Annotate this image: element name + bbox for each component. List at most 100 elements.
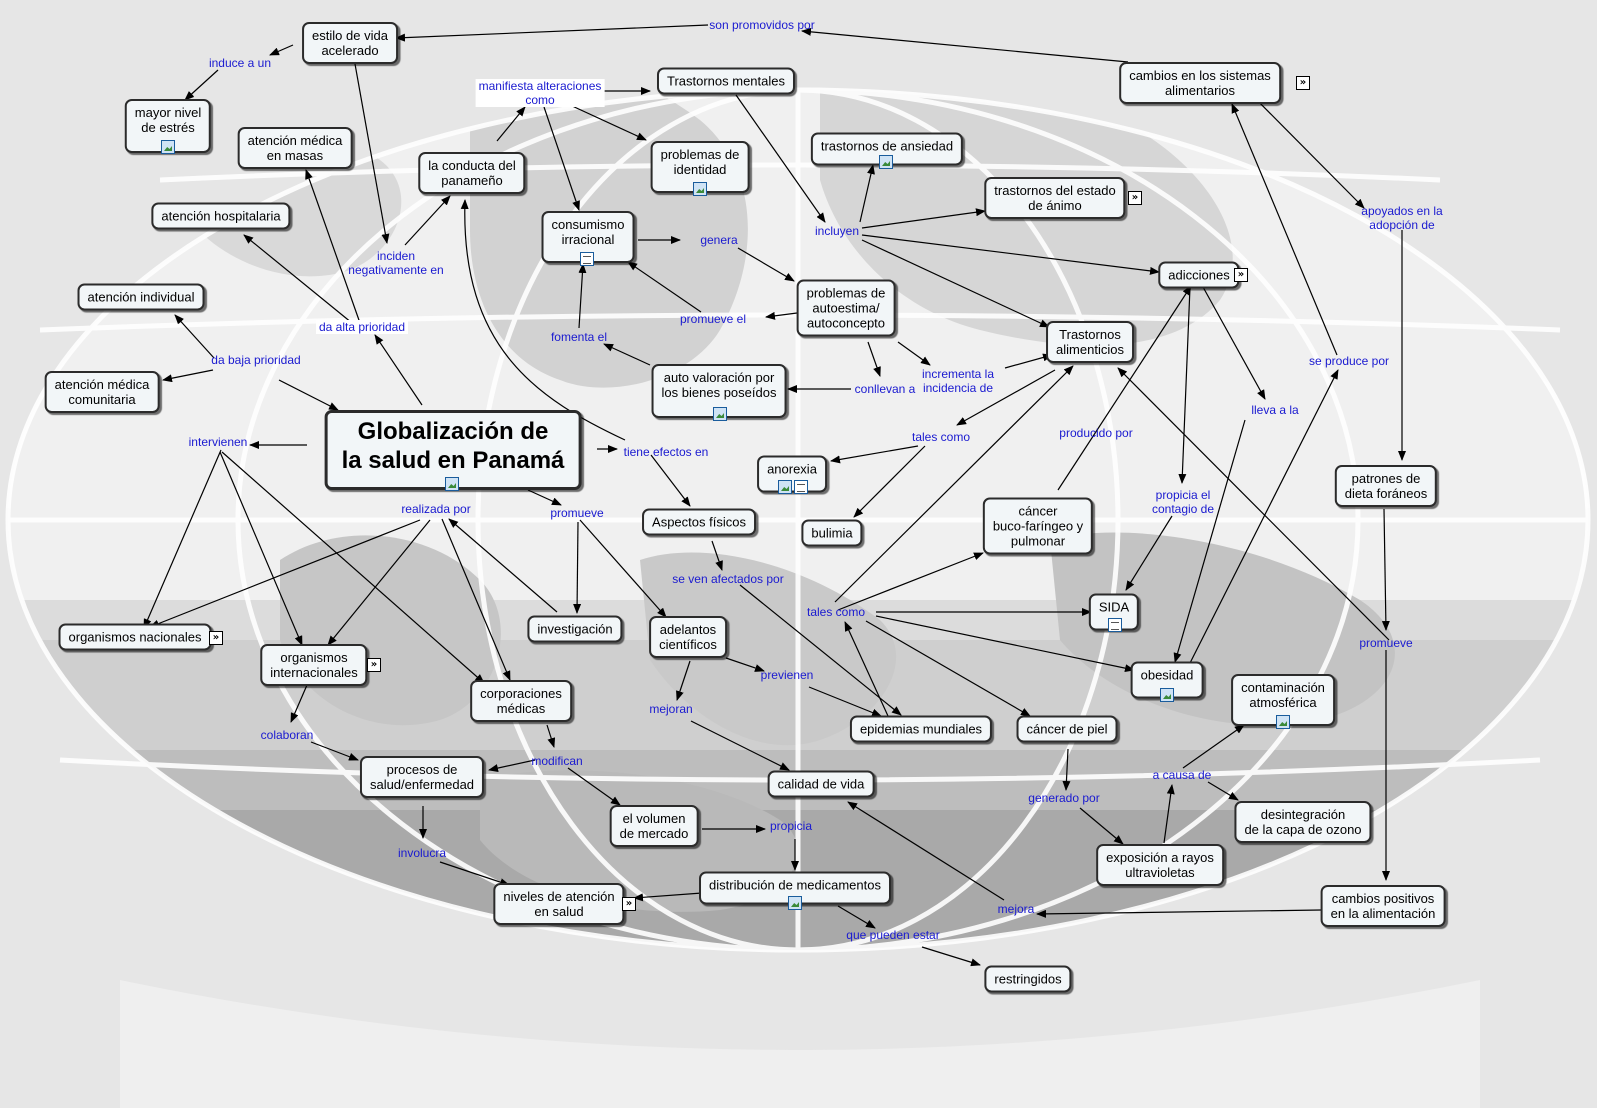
link-generado: generado por <box>1028 791 1100 805</box>
concept-cambios-sistemas[interactable]: cambios en los sistemas alimentarios <box>1119 62 1281 104</box>
concept-label: problemas de identidad <box>660 147 740 177</box>
concept-niveles-atencion[interactable]: niveles de atención en salud <box>493 883 625 925</box>
link-da-baja: da baja prioridad <box>211 353 301 367</box>
submap-icon[interactable]: » <box>1128 191 1142 205</box>
concept-label: mayor nivel de estrés <box>134 105 202 135</box>
link-modifican: modifican <box>531 754 583 768</box>
image-icon[interactable] <box>693 182 707 196</box>
link-propicia-contagio: propicia el contagio de <box>1151 488 1215 516</box>
concept-adelantos[interactable]: adelantos científicos <box>649 616 727 658</box>
link-promueve-1: promueve <box>550 506 604 520</box>
concept-obesidad[interactable]: obesidad <box>1130 661 1204 699</box>
concept-label: niveles de atención en salud <box>503 889 615 919</box>
concept-label: la conducta del panameño <box>428 158 516 188</box>
image-icon[interactable] <box>713 407 727 421</box>
concept-conducta[interactable]: la conducta del panameño <box>418 152 526 194</box>
concept-bulimia[interactable]: bulimia <box>801 519 863 547</box>
link-induce: induce a un <box>208 56 272 70</box>
link-da-alta: da alta prioridad <box>315 320 409 334</box>
main-concept-node[interactable]: Globalización de la salud en Panamá <box>324 410 582 490</box>
concept-label: corporaciones médicas <box>480 686 562 716</box>
link-genera: genera <box>700 233 738 247</box>
concept-procesos[interactable]: procesos de salud/enfermedad <box>359 756 485 798</box>
concept-label: anorexia <box>767 461 817 477</box>
concept-label: contaminación atmosférica <box>1241 680 1325 710</box>
image-icon[interactable] <box>445 477 459 491</box>
concept-problemas-identidad[interactable]: problemas de identidad <box>650 141 750 193</box>
concept-trastornos-animo[interactable]: trastornos del estado de ánimo <box>984 177 1126 219</box>
concept-patrones-dieta[interactable]: patrones de dieta foráneos <box>1334 465 1438 507</box>
concept-corporaciones[interactable]: corporaciones médicas <box>470 680 572 722</box>
submap-icon[interactable]: » <box>1296 76 1310 90</box>
link-promueve-el: promueve el <box>679 312 747 326</box>
concept-label: distribución de medicamentos <box>709 877 881 893</box>
concept-cambios-positivos[interactable]: cambios positivos en la alimentación <box>1320 885 1446 927</box>
concept-label: bulimia <box>811 525 853 541</box>
concept-label: investigación <box>537 621 613 637</box>
concept-label: epidemias mundiales <box>859 721 983 737</box>
concept-calidad-vida[interactable]: calidad de vida <box>767 770 875 798</box>
image-icon[interactable] <box>788 896 802 910</box>
link-intervienen: intervienen <box>188 435 248 449</box>
concept-trastornos-alimenticios[interactable]: Trastornos alimenticios <box>1046 321 1134 363</box>
image-icon[interactable] <box>879 155 893 169</box>
link-que-pueden: que pueden estar <box>846 928 940 942</box>
concept-volumen-mercado[interactable]: el volumen de mercado <box>609 805 699 847</box>
submap-icon[interactable]: » <box>367 658 381 672</box>
link-lleva: lleva a la <box>1251 403 1299 417</box>
concept-problemas-autoestima[interactable]: problemas de autoestima/ autoconcepto <box>796 279 896 337</box>
concept-label: estilo de vida acelerado <box>312 28 388 58</box>
submap-icon[interactable]: » <box>209 631 223 645</box>
concept-exposicion[interactable]: exposición a rayos ultravioletas <box>1096 844 1224 886</box>
concept-atencion-masas[interactable]: atención médica en masas <box>237 127 353 169</box>
concept-label: atención médica comunitaria <box>54 377 150 407</box>
concept-estilo-de-vida[interactable]: estilo de vida acelerado <box>302 22 398 64</box>
document-icon[interactable] <box>1108 618 1122 632</box>
concept-label: Trastornos alimenticios <box>1056 327 1124 357</box>
document-icon[interactable] <box>580 252 594 266</box>
link-manifiesta: manifiesta alteraciones como <box>475 79 605 107</box>
concept-label: exposición a rayos ultravioletas <box>1106 850 1214 880</box>
link-producido: producido por <box>1059 426 1133 440</box>
link-promueve-2: promueve <box>1359 636 1413 650</box>
concept-organismos-internacionales[interactable]: organismos internacionales <box>260 644 368 686</box>
concept-adicciones[interactable]: adicciones <box>1158 261 1240 289</box>
concept-label: el volumen de mercado <box>619 811 689 841</box>
concept-label: trastornos del estado de ánimo <box>994 183 1116 213</box>
concept-epidemias[interactable]: epidemias mundiales <box>849 715 993 743</box>
concept-label: Aspectos físicos <box>652 514 746 530</box>
link-involucra: involucra <box>397 846 447 860</box>
concept-atencion-hospitalaria[interactable]: atención hospitalaria <box>151 202 291 230</box>
image-icon[interactable] <box>1160 688 1174 702</box>
link-tiene-efectos: tiene efectos en <box>623 445 709 459</box>
concept-aspectos-fisicos[interactable]: Aspectos físicos <box>642 508 756 536</box>
concept-label: organismos nacionales <box>68 629 202 645</box>
concept-anorexia[interactable]: anorexia <box>757 455 827 493</box>
concept-investigacion[interactable]: investigación <box>527 615 623 643</box>
concept-atencion-individual[interactable]: atención individual <box>77 283 205 311</box>
concept-atencion-comunitaria[interactable]: atención médica comunitaria <box>44 371 160 413</box>
submap-icon[interactable]: » <box>1234 268 1248 282</box>
concept-trastornos-mentales[interactable]: Trastornos mentales <box>656 67 796 95</box>
submap-icon[interactable]: » <box>622 897 636 911</box>
concept-label: cambios en los sistemas alimentarios <box>1129 68 1271 98</box>
link-tales-como-1: tales como <box>911 430 971 444</box>
concept-label: atención médica en masas <box>247 133 343 163</box>
link-inciden: inciden negativamente en <box>348 249 444 277</box>
image-icon[interactable] <box>1276 715 1290 729</box>
image-icon[interactable] <box>161 140 175 154</box>
concept-cancer-piel[interactable]: cáncer de piel <box>1016 715 1118 743</box>
image-icon[interactable] <box>778 480 792 494</box>
concept-label: consumismo irracional <box>551 217 625 247</box>
concept-label: cambios positivos en la alimentación <box>1330 891 1436 921</box>
concept-desintegracion[interactable]: desintegración de la capa de ozono <box>1234 801 1372 843</box>
concept-label: SIDA <box>1098 599 1130 615</box>
concept-organismos-nacionales[interactable]: organismos nacionales <box>58 623 212 651</box>
link-tales-como-2: tales como <box>806 605 866 619</box>
concept-cancer-buco[interactable]: cáncer buco-faríngeo y pulmonar <box>982 497 1094 555</box>
concept-restringidos[interactable]: restringidos <box>984 965 1072 993</box>
document-icon[interactable] <box>794 480 808 494</box>
concept-label: calidad de vida <box>777 776 865 792</box>
link-previenen: previenen <box>760 668 814 682</box>
